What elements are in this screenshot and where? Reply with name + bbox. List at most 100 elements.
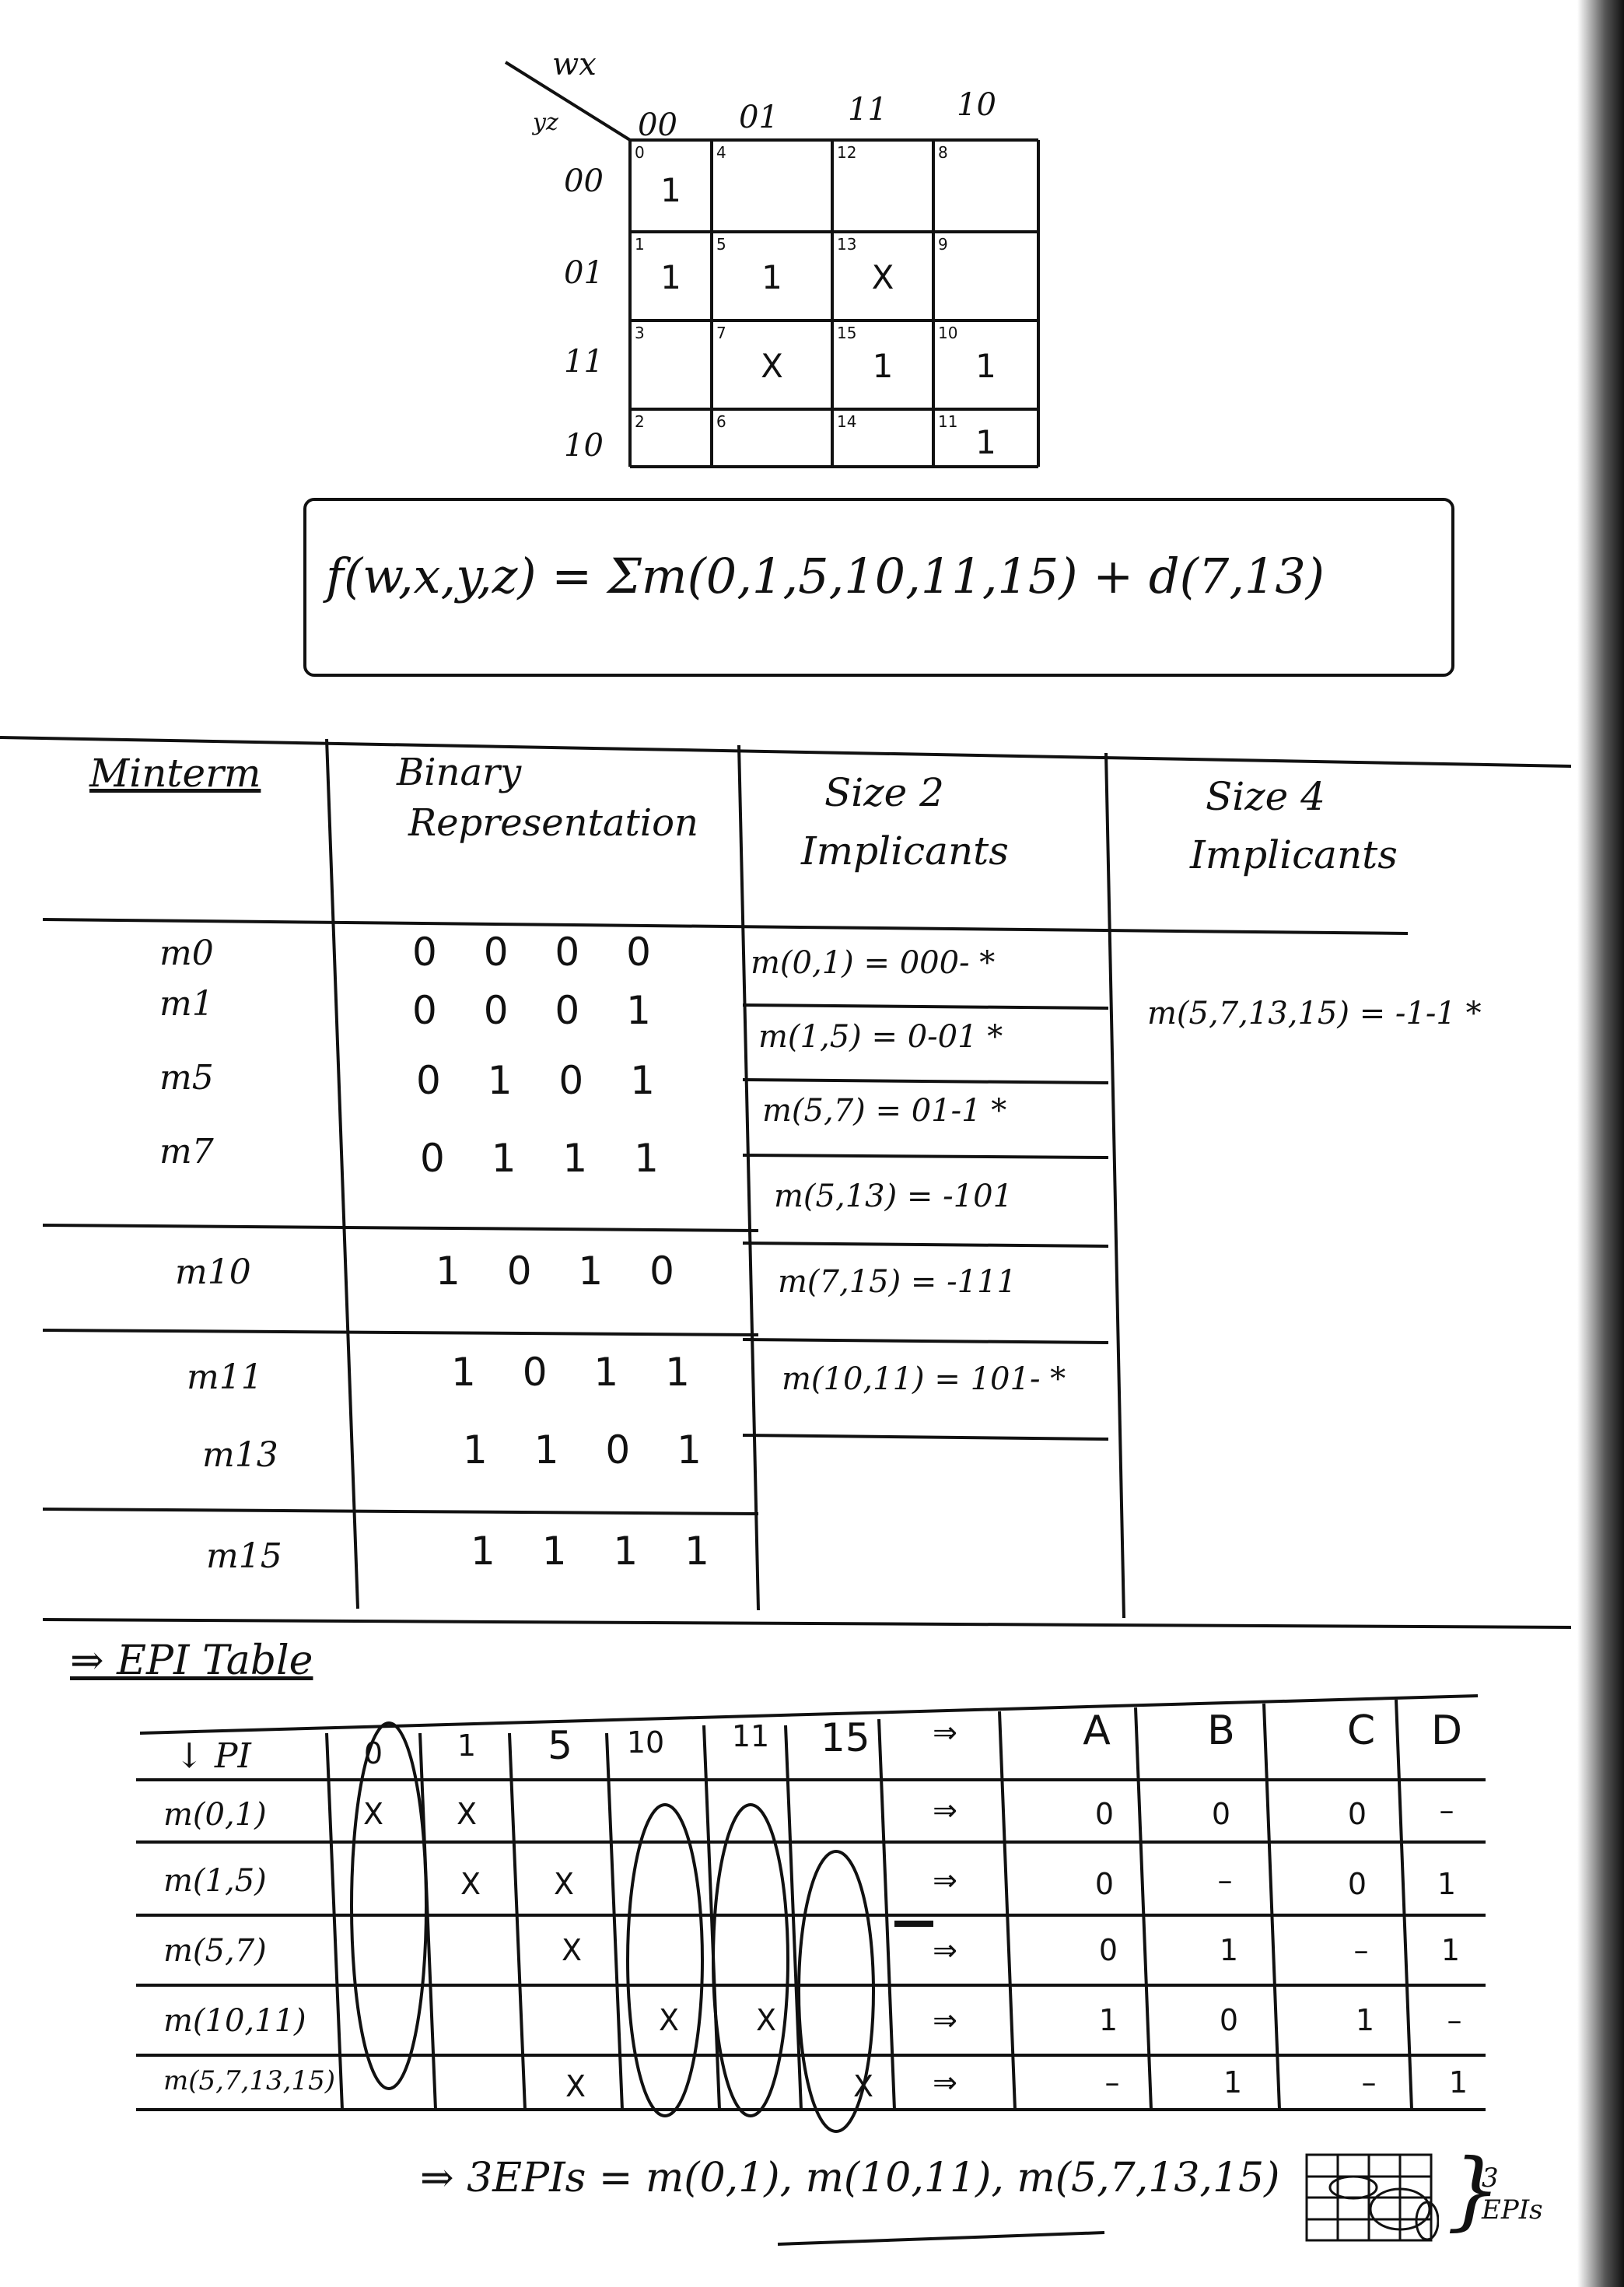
epi-mark: X [565, 2069, 586, 2103]
epi-var-col-header: D [1430, 1707, 1463, 1754]
kmap-cell-value: 1 [660, 171, 681, 209]
epi-var-value: 1 [1437, 1867, 1457, 1901]
size2-implicant: m(0,1) = 000- * [751, 945, 996, 981]
kmap-cell-index: 9 [938, 235, 948, 254]
epi-var-value: 1 [1223, 2065, 1243, 2100]
kmap-col-header: 00 [638, 107, 677, 143]
epi-var-value: – [1353, 1933, 1369, 1967]
header-size2-line2: Implicants [801, 828, 1009, 874]
kmap-cell-index: 13 [837, 235, 857, 254]
epi-mark: X [456, 1797, 478, 1831]
epi-var-value: 1 [1098, 2003, 1118, 2037]
epi-arrow-header: ⇒ [933, 1715, 957, 1749]
epi-conclusion: ⇒ 3EPIs = m(0,1), m(10,11), m(5,7,13,15) [420, 2155, 1280, 2201]
epi-table-title: ⇒ EPI Table [70, 1637, 313, 1684]
epi-var-value: – [1439, 1793, 1454, 1827]
epi-var-value: 1 [1219, 1933, 1239, 1967]
kmap-cell-index: 2 [635, 412, 645, 431]
size2-implicant: m(5,7) = 01-1 * [762, 1093, 1007, 1129]
epi-minterm-col-header: 10 [626, 1725, 665, 1760]
epi-minterm-col-header: 1 [457, 1728, 477, 1763]
binary-value: 1 1 0 1 [463, 1427, 719, 1473]
brace-glyph: } [1447, 2140, 1501, 2240]
minterm-label: m10 [175, 1252, 251, 1292]
header-size2-line1: Size 2 [824, 770, 944, 815]
epi-minterm-col-header: 0 [363, 1736, 383, 1770]
kmap-grid [504, 61, 1040, 468]
minterm-label: m1 [159, 984, 214, 1024]
epi-var-value: 0 [1211, 1797, 1231, 1831]
binary-value: 1 1 1 1 [471, 1529, 726, 1574]
kmap-row-header: 10 [564, 428, 604, 464]
kmap-cell-index: 10 [938, 324, 958, 342]
epi-var-value: – [1361, 2065, 1377, 2100]
kmap-cell-index: 6 [716, 412, 726, 431]
epi-row-pi: m(1,5) [163, 1863, 267, 1899]
kmap-cell-index: 7 [716, 324, 726, 342]
header-minterm: Minterm [89, 751, 261, 796]
kmap-cell-value: 1 [872, 347, 894, 385]
epi-minterm-col-header: 5 [548, 1723, 572, 1768]
epi-row-pi: m(10,11) [163, 2003, 306, 2039]
kmap-col-header: 10 [957, 87, 996, 123]
epi-var-value: 0 [1094, 1797, 1115, 1831]
epi-pi-header: ↓ PI [175, 1736, 251, 1776]
kmap-row-header: 01 [564, 255, 604, 291]
epi-row-arrow: ⇒ [933, 1863, 957, 1897]
minterm-label: m5 [159, 1058, 214, 1098]
kmap-cell-index: 0 [635, 143, 645, 162]
kmap-cell-value: 1 [660, 258, 681, 296]
epi-var-value: 0 [1347, 1797, 1367, 1831]
binary-value: 0 0 0 1 [412, 988, 668, 1033]
epi-var-value: 1 [1440, 1933, 1461, 1967]
kmap-cell-value: 1 [761, 258, 782, 296]
minterm-label: m7 [159, 1132, 214, 1172]
epi-row-pi: m(5,7,13,15) [163, 2065, 335, 2096]
binary-value: 0 1 1 1 [420, 1136, 676, 1181]
epi-var-value: 0 [1347, 1867, 1367, 1901]
epi-var-value: 0 [1219, 2003, 1239, 2037]
function-expression: f(w,x,y,z) = Σm(0,1,5,10,11,15) + d(7,13… [326, 548, 1325, 604]
kmap-cell-index: 14 [837, 412, 857, 431]
size2-implicant: m(1,5) = 0-01 * [758, 1019, 1003, 1055]
kmap-cell-value: 1 [975, 347, 996, 385]
kmap-cell-value: X [761, 347, 783, 385]
kmap-cell-index: 5 [716, 235, 726, 254]
kmap-cell-index: 12 [837, 143, 857, 162]
binary-value: 0 0 0 0 [412, 930, 668, 975]
epi-mark: X [658, 2003, 680, 2037]
kmap-row-header: 00 [564, 163, 604, 199]
epi-mark: X [553, 1867, 575, 1901]
karnaugh-map: wx yz 00 01 11 10 00 01 11 10 0 4 12 8 1… [467, 47, 1089, 498]
epi-mark: X [852, 2069, 874, 2103]
epi-row-arrow: ⇒ [933, 1933, 957, 1967]
kmap-cell-index: 11 [938, 412, 958, 431]
epi-row-arrow: ⇒ [933, 2003, 957, 2037]
kmap-row-header: 11 [564, 344, 604, 380]
header-size4-line2: Implicants [1190, 832, 1398, 877]
size2-implicant: m(10,11) = 101- * [782, 1361, 1066, 1397]
header-size4-line1: Size 4 [1206, 774, 1325, 819]
epi-minterm-col-header: 11 [731, 1719, 770, 1753]
epi-var-col-header: C [1346, 1707, 1376, 1754]
epi-mark: X [755, 2003, 777, 2037]
epi-row-pi: m(0,1) [163, 1797, 267, 1833]
kmap-cell-value: 1 [975, 423, 996, 461]
epi-var-col-header: B [1207, 1707, 1235, 1754]
kmap-top-variable-label: wx [552, 47, 597, 82]
function-box: f(w,x,y,z) = Σm(0,1,5,10,11,15) + d(7,13… [303, 498, 1454, 677]
size2-implicant: m(7,15) = -111 [778, 1264, 1017, 1300]
epi-row-arrow: ⇒ [933, 2065, 957, 2100]
epi-row-arrow: ⇒ [933, 1793, 957, 1827]
epi-var-col-header: A [1083, 1707, 1111, 1754]
page-edge-shadow [1577, 0, 1624, 2287]
kmap-cell-index: 15 [837, 324, 857, 342]
kmap-cell-value: X [871, 258, 894, 296]
mini-kmap-sketch [1305, 2153, 1439, 2242]
minterm-label: m11 [187, 1357, 263, 1397]
epi-var-value: 1 [1355, 2003, 1375, 2037]
epi-mark: X [362, 1797, 384, 1831]
minterm-label: m0 [159, 933, 214, 973]
binary-value: 0 1 0 1 [416, 1058, 672, 1103]
